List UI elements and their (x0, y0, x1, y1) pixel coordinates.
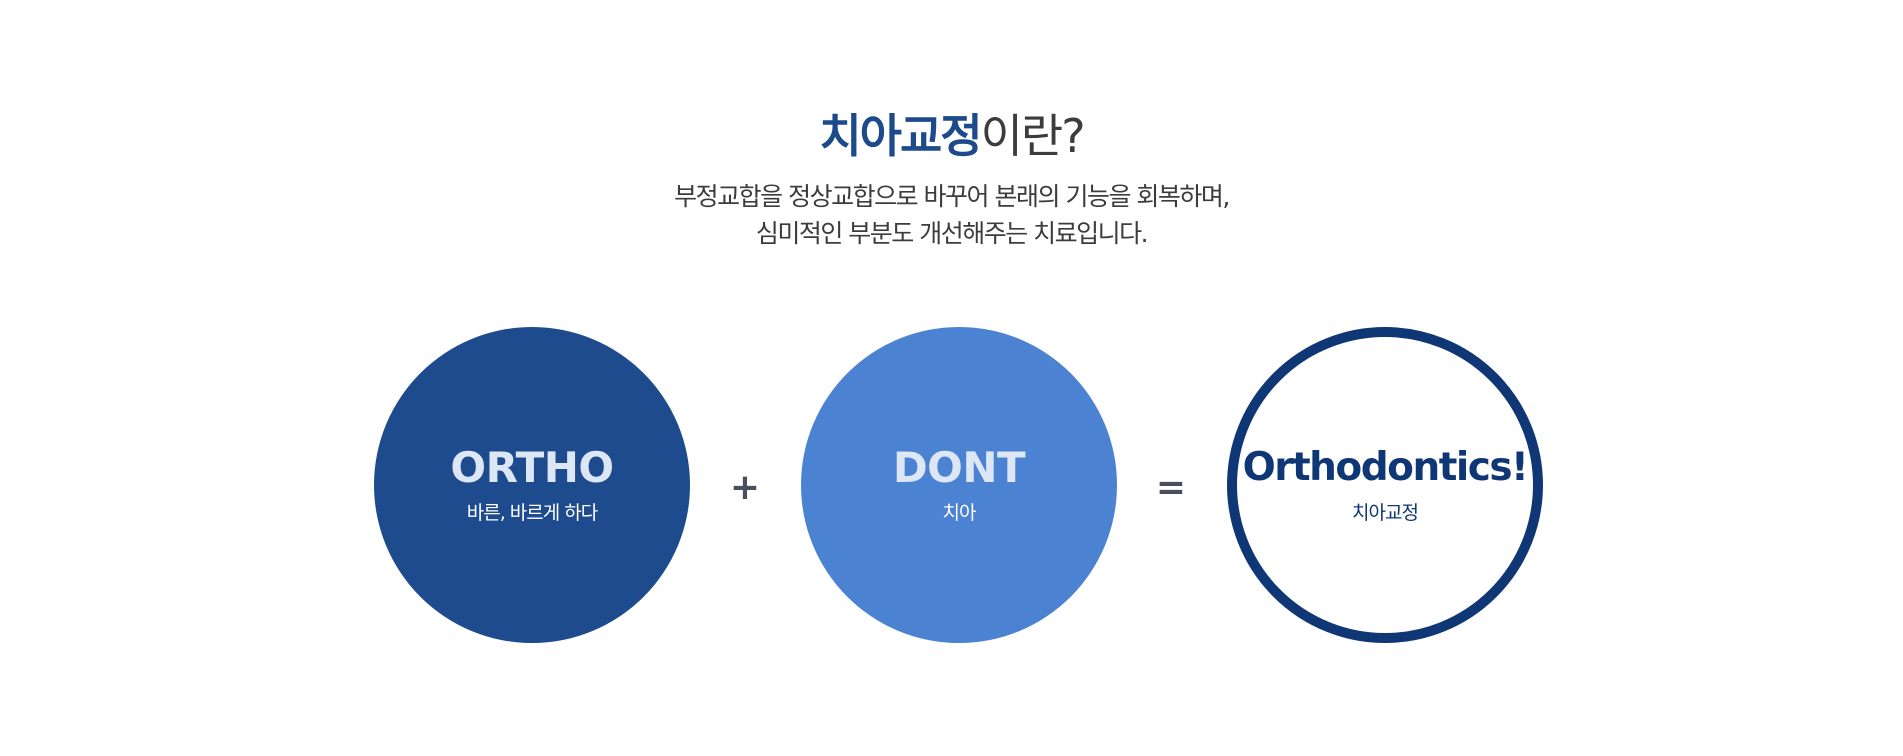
description-line-2: 심미적인 부분도 개선해주는 치료입니다. (755, 219, 1149, 248)
orthodontics-meaning: 치아교정 (1352, 502, 1419, 524)
equals-sign: = (1155, 467, 1187, 508)
ortho-word: ORTHO (450, 443, 614, 492)
page-title: 치아교정이란? (0, 106, 1903, 166)
title-rest: 이란? (980, 109, 1086, 163)
ortho-circle: ORTHO 바른, 바르게 하다 (374, 327, 690, 643)
page-description: 부정교합을 정상교합으로 바꾸어 본래의 기능을 회복하며, 심미적인 부분도 … (0, 178, 1903, 252)
description-line-1: 부정교합을 정상교합으로 바꾸어 본래의 기능을 회복하며, (674, 182, 1230, 211)
title-accent: 치아교정 (819, 109, 982, 163)
plus-sign: + (729, 467, 761, 508)
dont-meaning: 치아 (942, 502, 977, 524)
ortho-meaning: 바른, 바르게 하다 (466, 502, 598, 524)
orthodontics-word: Orthodontics! (1242, 445, 1529, 490)
dont-word: DONT (892, 443, 1026, 492)
dont-circle: DONT 치아 (801, 327, 1117, 643)
orthodontics-circle: Orthodontics! 치아교정 (1227, 327, 1543, 643)
